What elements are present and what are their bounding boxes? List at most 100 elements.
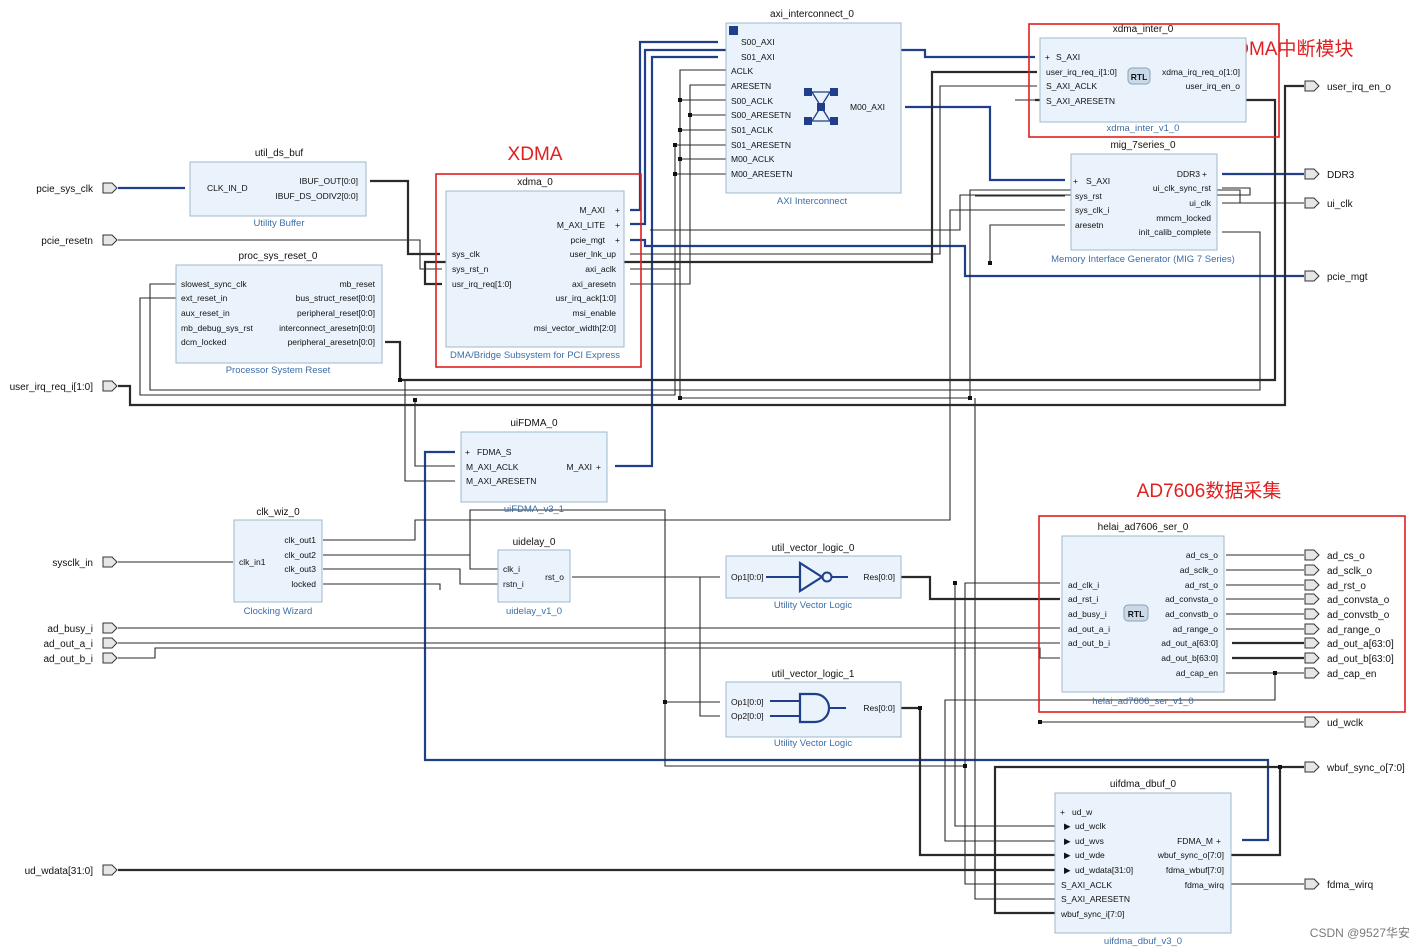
block-clk-wiz[interactable]: clk_wiz_0 clk_in1 clk_out1 clk_out2 clk_… [233, 507, 323, 617]
port-label: wbuf_sync_o[7:0] [1326, 763, 1405, 774]
pin: usr_irq_req[1:0] [452, 279, 512, 289]
port-ad-out-a-i[interactable]: ad_out_a_i [44, 637, 118, 650]
net-clkout2 [323, 554, 498, 570]
pin: S_AXI [1056, 52, 1080, 62]
pin: mb_reset [340, 279, 376, 289]
port-pcie-resetn[interactable]: pcie_resetn [41, 234, 118, 247]
port-user-irq-en-o[interactable]: user_irq_en_o [1304, 80, 1391, 93]
plus-icon: + [1045, 52, 1050, 62]
annotation-box-xdma [435, 173, 642, 368]
block-helai-ad7606[interactable]: AD7606数据采集 helai_ad7606_ser_0 ad_clk_i a… [1038, 480, 1406, 713]
pin: S01_ARESETN [731, 140, 791, 150]
port-label: ad_out_b_i [44, 654, 94, 665]
pin: fdma_wirq [1185, 880, 1224, 890]
port-ad-convstb-o[interactable]: ad_convstb_o [1304, 608, 1390, 621]
port-ad-cs-o[interactable]: ad_cs_o [1304, 549, 1365, 562]
port-ad-sclk-o[interactable]: ad_sclk_o [1304, 564, 1372, 577]
port-wbuf-sync-o[interactable]: wbuf_sync_o[7:0] [1304, 761, 1405, 774]
plus-icon: + [1216, 836, 1221, 846]
net-pcie-mgt [630, 238, 1304, 278]
net-axi-aresetn [630, 84, 728, 285]
block-subtitle: helai_ad7606_ser_v1_0 [1092, 696, 1193, 707]
port-fdma-wirq[interactable]: fdma_wirq [1304, 878, 1373, 891]
port-sysclk-in[interactable]: sysclk_in [52, 556, 118, 569]
port-ad-convsta-o[interactable]: ad_convsta_o [1304, 593, 1390, 606]
block-xdma-inter[interactable]: XDMA中断模块 xdma_inter_0 + S_AXI user_irq_r… [1028, 23, 1353, 138]
pin: ad_cs_o [1186, 550, 1218, 560]
block-uifdma-dbuf[interactable]: uifdma_dbuf_0 + ud_w ▶ ud_wclk ▶ ud_wvs … [1054, 779, 1232, 947]
port-ud-wclk[interactable]: ud_wclk [1304, 716, 1364, 729]
port-ad-out-a[interactable]: ad_out_a[63:0] [1304, 637, 1394, 650]
net-m00-axi [905, 105, 1065, 182]
block-mig[interactable]: mig_7series_0 + S_AXI sys_rst sys_clk_i … [1051, 140, 1235, 265]
pin: ad_convstb_o [1165, 609, 1218, 619]
pin: clk_i [503, 564, 520, 574]
pin: ad_out_a[63:0] [1161, 638, 1218, 648]
block-uifdma[interactable]: uiFDMA_0 + FDMA_S M_AXI_ACLK M_AXI_ARESE… [460, 418, 608, 515]
port-ad-busy-i[interactable]: ad_busy_i [47, 622, 118, 635]
port-ad-out-b-i[interactable]: ad_out_b_i [44, 652, 118, 665]
pin: ad_out_a_i [1068, 624, 1110, 634]
arrow-right-icon: ▶ [1064, 821, 1071, 831]
port-label: pcie_resetn [41, 236, 93, 247]
net-mig-sysclk [323, 209, 1065, 541]
pin: interconnect_aresetn[0:0] [279, 323, 375, 333]
port-ad-cap-en[interactable]: ad_cap_en [1304, 667, 1377, 680]
pin: ud_wde [1075, 850, 1105, 860]
pin: S00_AXI [741, 37, 775, 47]
net-op2-1 [699, 577, 720, 717]
pin: pcie_mgt [571, 235, 606, 245]
port-ddr3[interactable]: DDR3 [1304, 168, 1355, 181]
port-ad-range-o[interactable]: ad_range_o [1304, 623, 1381, 636]
port-user-irq-req-i[interactable]: user_irq_req_i[1:0] [10, 380, 118, 393]
block-uidelay[interactable]: uidelay_0 clk_i rstn_i rst_o uidelay_v1_… [497, 537, 571, 617]
pin: axi_aclk [585, 264, 616, 274]
expand-icon[interactable] [729, 26, 738, 35]
port-label: DDR3 [1327, 170, 1355, 181]
pin: locked [291, 579, 316, 589]
port-ui-clk[interactable]: ui_clk [1304, 197, 1354, 210]
block-subtitle: Clocking Wizard [244, 606, 313, 617]
block-axi-interconnect[interactable]: axi_interconnect_0 S00_AXI S01_AXI ACLK … [725, 9, 902, 207]
pin: ud_wvs [1075, 836, 1104, 846]
and-gate-icon [770, 692, 846, 724]
port-pcie-mgt[interactable]: pcie_mgt [1304, 270, 1368, 283]
rtl-icon: RTL [1123, 604, 1149, 622]
block-subtitle: AXI Interconnect [777, 196, 848, 207]
annotation-xdma: XDMA [508, 144, 563, 165]
port-label: pcie_mgt [1327, 272, 1368, 283]
pin: ud_wdata[31:0] [1075, 865, 1133, 875]
net-dbuf-aclk [964, 766, 1060, 885]
block-subtitle: Memory Interface Generator (MIG 7 Series… [1051, 254, 1235, 265]
plus-icon: + [1060, 807, 1065, 817]
plus-icon: + [615, 220, 620, 230]
net-clkout2-ext [469, 509, 1060, 767]
port-ud-wdata[interactable]: ud_wdata[31:0] [25, 864, 118, 877]
pin: S_AXI [1086, 176, 1110, 186]
block-title: util_ds_buf [255, 148, 304, 159]
pin: peripheral_aresetn[0:0] [288, 337, 375, 347]
block-util-ds-buf[interactable]: util_ds_buf CLK_IN_D IBUF_OUT[0:0] IBUF_… [189, 148, 367, 229]
block-proc-sys-reset[interactable]: proc_sys_reset_0 slowest_sync_clk ext_re… [175, 251, 383, 376]
port-ad-rst-o[interactable]: ad_rst_o [1304, 579, 1366, 592]
pin: sys_rst_n [452, 264, 489, 274]
port-label: pcie_sys_clk [36, 184, 94, 195]
port-label: ad_sclk_o [1327, 566, 1372, 577]
pin: rst_o [545, 572, 564, 582]
pin: Op1[0:0] [731, 697, 764, 707]
block-util-vector-logic-0[interactable]: util_vector_logic_0 Op1[0:0] Res[0:0] Ut… [725, 543, 902, 611]
block-util-vector-logic-1[interactable]: util_vector_logic_1 Op1[0:0] Op2[0:0] Re… [725, 669, 902, 749]
pin: M_AXI [579, 205, 605, 215]
pin: slowest_sync_clk [181, 279, 247, 289]
net-mig-aresetn [989, 224, 1065, 263]
block-xdma[interactable]: XDMA xdma_0 sys_clk sys_rst_n usr_irq_re… [435, 144, 642, 368]
block-title: proc_sys_reset_0 [239, 251, 318, 262]
port-pcie-sys-clk[interactable]: pcie_sys_clk [36, 182, 118, 195]
net-rst-fan-v [139, 145, 676, 396]
pin: ad_rst_i [1068, 594, 1098, 604]
pin: IBUF_DS_ODIV2[0:0] [275, 191, 358, 201]
port-ad-out-b[interactable]: ad_out_b[63:0] [1304, 652, 1394, 665]
pin: S_AXI_ACLK [1061, 880, 1112, 890]
block-subtitle: uidelay_v1_0 [506, 606, 562, 617]
